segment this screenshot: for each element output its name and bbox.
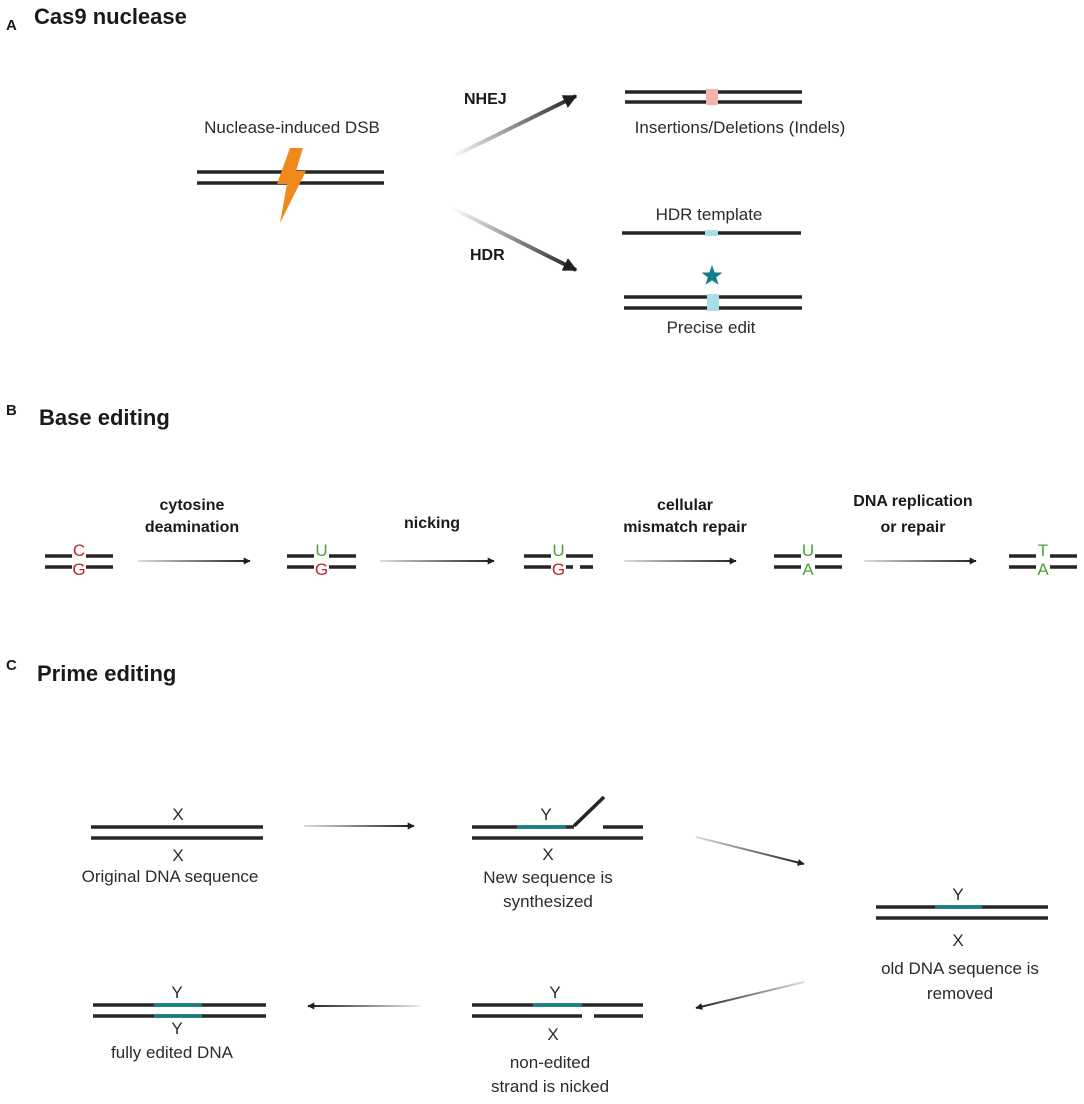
step-3-line-1: cellular — [657, 497, 713, 514]
stage-2-flap — [572, 795, 606, 828]
stage-3-top-base: Y — [952, 885, 963, 904]
step-3-line-2: mismatch repair — [623, 519, 747, 536]
stage-3-bottom-base: X — [952, 931, 963, 950]
step-4-line-1: DNA replication — [853, 493, 972, 510]
pair-2-bottom-base: G — [315, 560, 328, 579]
stage-2-duplex — [472, 795, 643, 840]
pair-3-bottom-base: G — [552, 560, 565, 579]
step-4-line-2: or repair — [881, 519, 946, 536]
stage-5-caption: fully edited DNA — [111, 1043, 234, 1062]
precise-edit-mark — [707, 294, 719, 311]
nhej-arrow — [451, 94, 578, 159]
panel-c: C Prime editing X X Original DNA sequenc… — [6, 657, 1048, 1096]
stage-4-duplex — [472, 1003, 643, 1018]
nhej-label: NHEJ — [464, 91, 507, 108]
base-pair-2: U G — [287, 541, 356, 579]
hdr-template-mark — [705, 230, 718, 236]
prime-arrow-3 — [695, 981, 805, 1010]
precise-edit-label: Precise edit — [667, 318, 756, 337]
indel-dna-duplex — [625, 89, 802, 105]
panel-c-title: Prime editing — [37, 661, 176, 686]
stage-4-bottom-base: X — [547, 1025, 558, 1044]
pair-4-bottom-base: A — [802, 560, 814, 579]
step-1-line-2: deamination — [145, 519, 239, 536]
step-2-label: nicking — [404, 515, 460, 532]
pair-3-top-base: U — [552, 541, 564, 560]
indels-label: Insertions/Deletions (Indels) — [635, 118, 846, 137]
stage-3-caption-line-1: old DNA sequence is — [881, 959, 1039, 978]
panel-a: A Cas9 nuclease Nuclease-induced DSB NHE… — [6, 4, 845, 337]
dsb-label: Nuclease-induced DSB — [204, 118, 380, 137]
hdr-template-strand — [622, 230, 801, 236]
stage-5-duplex — [93, 1003, 266, 1018]
lightning-bolt-icon — [277, 148, 306, 223]
stage-4-caption-line-1: non-edited — [510, 1053, 590, 1072]
pair-5-top-base: T — [1038, 541, 1048, 560]
stage-2-caption-line-2: synthesized — [503, 892, 593, 911]
pair-2-top-base: U — [315, 541, 327, 560]
stage-1-top-base: X — [172, 805, 183, 824]
stage-5-top-base: Y — [171, 983, 182, 1002]
base-pair-5: T A — [1009, 541, 1077, 579]
base-pair-1: C G — [45, 541, 113, 579]
stage-1-duplex — [91, 825, 263, 840]
stage-1-caption: Original DNA sequence — [82, 867, 259, 886]
stage-2-top-base: Y — [540, 805, 551, 824]
hdr-arrow — [451, 206, 578, 272]
panel-b-letter: B — [6, 402, 17, 419]
hdr-template-label: HDR template — [656, 205, 763, 224]
stage-2-caption-line-1: New sequence is — [483, 868, 612, 887]
stage-5-bottom-base: Y — [171, 1019, 182, 1038]
stage-4-caption-line-2: strand is nicked — [491, 1077, 609, 1096]
precise-edit-dna-duplex — [624, 294, 802, 311]
prime-arrow-2 — [695, 836, 805, 866]
stage-2-bottom-base: X — [542, 845, 553, 864]
pair-1-top-base: C — [73, 541, 85, 560]
panel-a-title: Cas9 nuclease — [34, 4, 187, 29]
panel-a-letter: A — [6, 17, 17, 34]
stage-4-top-base: Y — [549, 983, 560, 1002]
star-icon — [701, 265, 723, 285]
panel-c-letter: C — [6, 657, 17, 674]
pair-1-bottom-base: G — [72, 560, 85, 579]
pair-5-bottom-base: A — [1037, 560, 1049, 579]
stage-3-caption-line-2: removed — [927, 984, 993, 1003]
base-pair-3: U G — [524, 541, 593, 579]
pair-4-top-base: U — [802, 541, 814, 560]
stage-1-bottom-base: X — [172, 846, 183, 865]
panel-b: B Base editing cytosine deamination nick… — [6, 402, 1077, 579]
step-1-line-1: cytosine — [160, 497, 225, 514]
hdr-label: HDR — [470, 247, 505, 264]
stage-3-duplex — [876, 905, 1048, 920]
base-pair-4: U A — [774, 541, 842, 579]
indel-mark — [706, 89, 718, 105]
panel-b-title: Base editing — [39, 405, 170, 430]
